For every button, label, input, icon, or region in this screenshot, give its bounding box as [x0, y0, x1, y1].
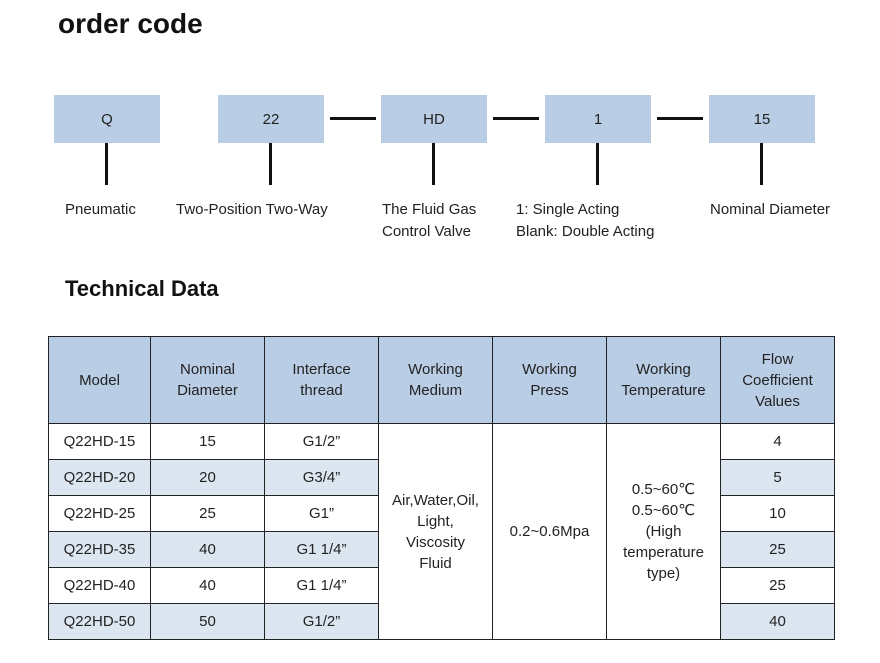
code-label-type: Two-Position Two-Way	[176, 201, 328, 218]
table-row: Q22HD-40 40 G1 1/4” 25	[48, 567, 835, 604]
code-stem-1	[105, 143, 108, 185]
code-box-type: 22	[218, 95, 324, 143]
table-row: Q22HD-50 50 G1/2” 40	[48, 603, 835, 640]
code-label-acting: 1: Single Acting Blank: Double Acting	[516, 201, 655, 240]
code-box-diameter: 15	[709, 95, 815, 143]
cell-working-press: 0.2~0.6Mpa	[492, 423, 607, 640]
connector-dash-3	[657, 117, 703, 120]
technical-data-title: Technical Data	[65, 276, 219, 301]
code-label-diameter: Nominal Diameter	[710, 201, 831, 218]
cell-diameter: 25	[150, 495, 265, 532]
cell-thread: G1/2”	[264, 603, 379, 640]
code-box-valve: HD	[381, 95, 487, 143]
cell-model: Q22HD-20	[48, 459, 151, 496]
cell-diameter: 20	[150, 459, 265, 496]
header-model: Model	[48, 336, 151, 424]
code-stem-2	[269, 143, 272, 185]
cell-model: Q22HD-15	[48, 423, 151, 460]
code-label-series: Pneumatic	[65, 201, 136, 218]
cell-thread: G3/4”	[264, 459, 379, 496]
cell-flow: 25	[720, 531, 835, 568]
cell-thread: G1 1/4”	[264, 567, 379, 604]
connector-dash-2	[493, 117, 539, 120]
code-box-series: Q	[54, 95, 160, 143]
cell-flow: 25	[720, 567, 835, 604]
cell-diameter: 50	[150, 603, 265, 640]
cell-flow: 40	[720, 603, 835, 640]
table-row: Q22HD-20 20 G3/4” 5	[48, 459, 835, 496]
cell-flow: 5	[720, 459, 835, 496]
cell-diameter: 40	[150, 531, 265, 568]
cell-model: Q22HD-35	[48, 531, 151, 568]
connector-dash-1	[330, 117, 376, 120]
cell-thread: G1 1/4”	[264, 531, 379, 568]
cell-diameter: 40	[150, 567, 265, 604]
cell-model: Q22HD-40	[48, 567, 151, 604]
code-box-acting: 1	[545, 95, 651, 143]
cell-model: Q22HD-50	[48, 603, 151, 640]
cell-flow: 10	[720, 495, 835, 532]
cell-thread: G1”	[264, 495, 379, 532]
code-stem-3	[432, 143, 435, 185]
table-row: Q22HD-35 40 G1 1/4” 25	[48, 531, 835, 568]
cell-thread: G1/2”	[264, 423, 379, 460]
code-stem-5	[760, 143, 763, 185]
table-row: Q22HD-15 15 G1/2” Air,Water,Oil,Light, V…	[48, 423, 835, 640]
cell-diameter: 15	[150, 423, 265, 460]
code-label-valve: The Fluid Gas Control Valve	[382, 201, 477, 240]
cell-model: Q22HD-25	[48, 495, 151, 532]
code-stem-4	[596, 143, 599, 185]
cell-flow: 4	[720, 423, 835, 460]
order-code-title: order code	[58, 8, 203, 39]
table-row: Q22HD-25 25 G1” 10	[48, 495, 835, 532]
